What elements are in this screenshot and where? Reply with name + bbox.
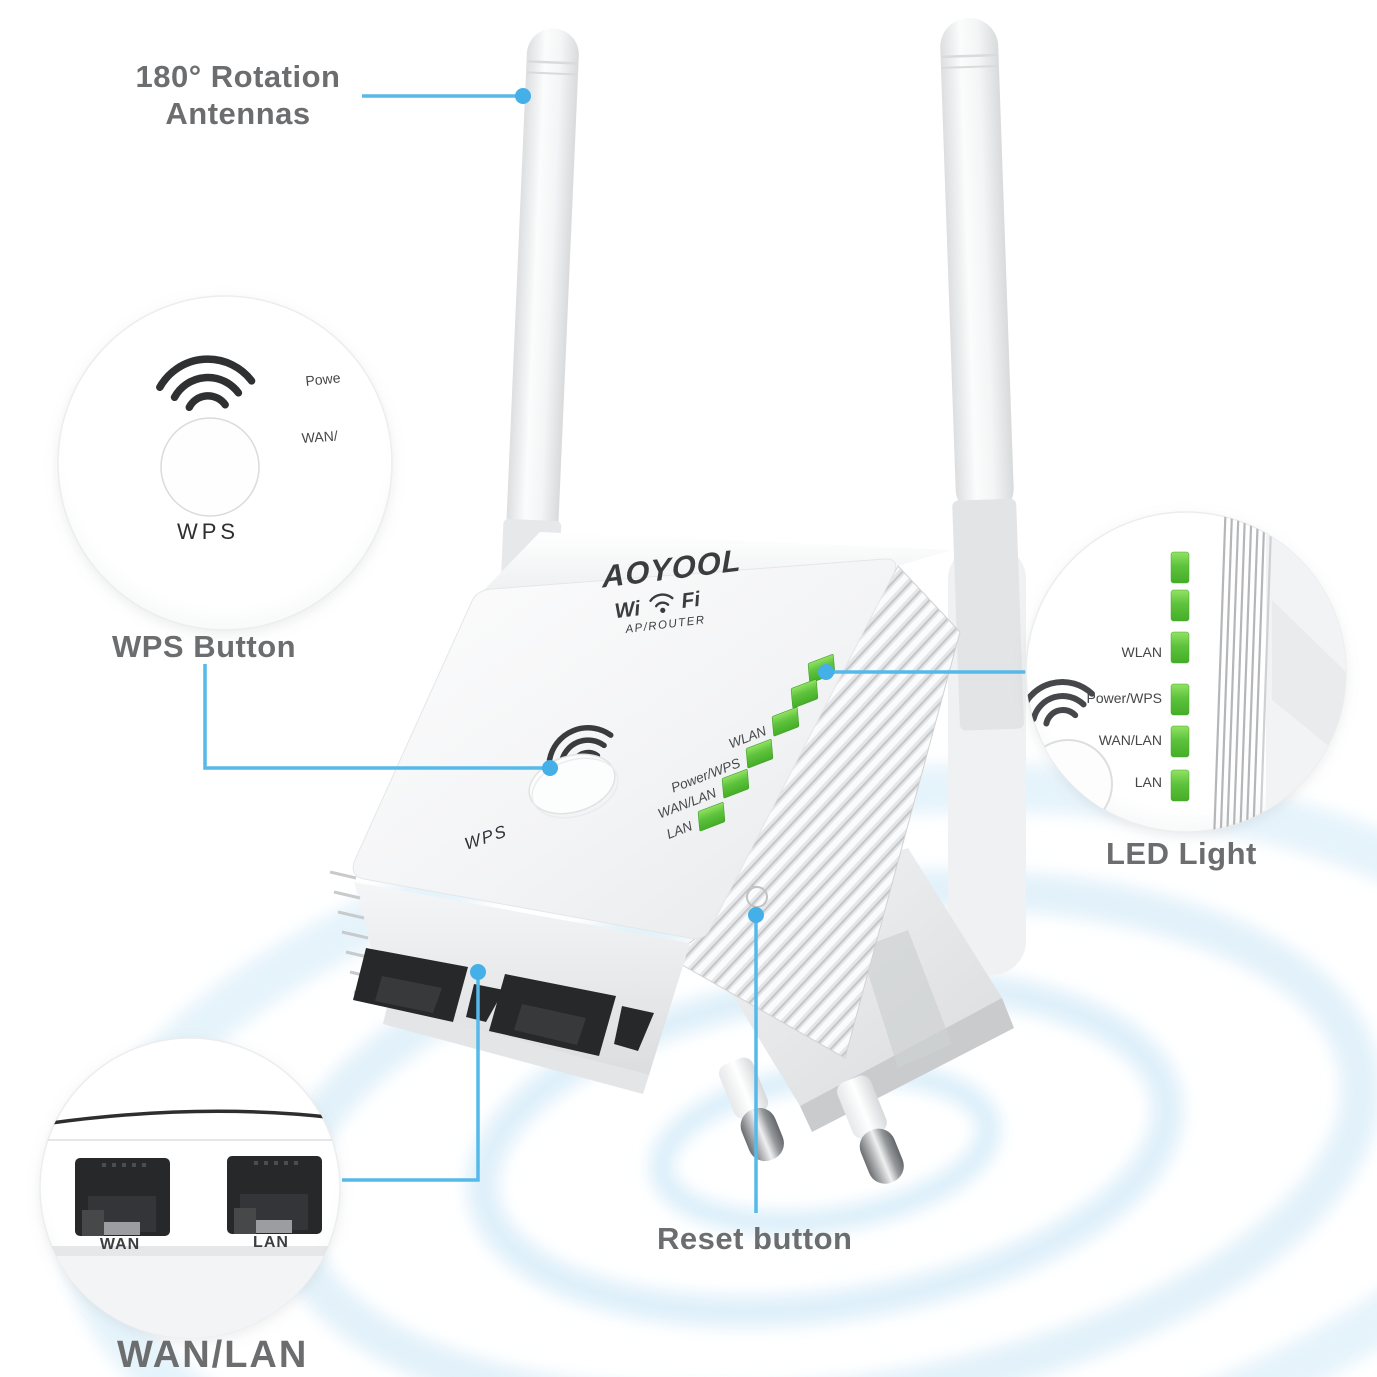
magnified-partial-wan-label: WAN/ [301,428,338,446]
antenna-right-base [952,498,1024,731]
magnified-port-lan-label: LAN [253,1234,289,1251]
magnified-port-wan-latch [104,1222,140,1235]
magnified-device-edge [43,1109,337,1126]
device-bottom-ports [353,948,654,1056]
magnified-led-1 [1170,551,1190,584]
antennas-callout-line2: Antennas [165,96,311,131]
magnified-partial-power-label: Powe [305,369,342,389]
callout-dot-ports [470,964,486,980]
device-body: AOYOOL Wi Fi AP/ROUTER WPS [329,532,961,1094]
logo-wifi-icon [649,593,674,613]
antenna-right-groove [941,53,998,59]
magnified-port-lan-latch [256,1220,292,1233]
inset-led-label-lan: LAN [1135,774,1162,790]
antennas-callout-label: 180° Rotation Antennas [112,58,364,132]
magnified-led-power-wps [1170,683,1190,716]
wps-callout-label: WPS Button [112,629,297,664]
magnified-port-wan-label: WAN [100,1236,140,1253]
led-callout-label: LED Light [1106,836,1257,871]
plug-pin-right [837,1075,904,1184]
port-wan-latch-slot [466,984,504,1022]
magnified-wps-label: WPS [177,519,239,544]
callout-dot-led [818,664,834,680]
port-lan-latch-slot [614,1006,654,1051]
magnified-corner-wifi-icon [1026,679,1095,727]
inset-led-label-wan-lan: WAN/LAN [1099,732,1162,748]
callout-line-wps [203,664,546,770]
magnified-port-lan [227,1156,322,1234]
magnified-wps-button [160,417,260,517]
reset-hole-icon [746,883,768,908]
callout-dot-reset [748,907,764,923]
device-top-surface [478,532,952,596]
magnified-leds [1170,551,1190,802]
callout-dots [470,88,834,980]
face-led-unlabeled-2 [790,679,819,709]
device-bottom-lip [383,1007,649,1094]
antenna-left-groove [527,60,578,65]
callout-line-ports [342,978,480,1182]
reset-callout-label: Reset button [657,1221,853,1256]
magnified-led-2 [1170,589,1190,622]
callout-dot-antenna [515,88,531,104]
magnified-led-lan [1170,769,1190,802]
logo-wifi-left: Wi [613,597,642,623]
device-front-face [352,558,897,940]
inset-led-label-wlan: WLAN [1122,644,1162,660]
callout-connectors [203,94,1026,1213]
inset-led-label-power-wps: Power/WPS [1087,690,1162,706]
antennas-callout-line1: 180° Rotation [135,59,341,94]
magnified-led-labels: WLAN Power/WPS WAN/LAN LAN [1087,644,1162,790]
face-led-row-lan: LAN [664,802,726,842]
logo-wifi-right: Fi [680,588,702,613]
magnified-port-wan [75,1158,170,1236]
magnified-vent-ridges [1212,512,1273,832]
magnified-led-wan-lan [1170,725,1190,758]
inset-wps: WPS Powe WAN/ [57,295,393,631]
antenna-left [500,28,579,589]
magnified-led-wlan [1170,631,1190,664]
callout-dot-wps [542,760,558,776]
ports-callout-label: WAN/LAN [117,1334,309,1376]
magnified-wifi-icon [156,355,256,412]
